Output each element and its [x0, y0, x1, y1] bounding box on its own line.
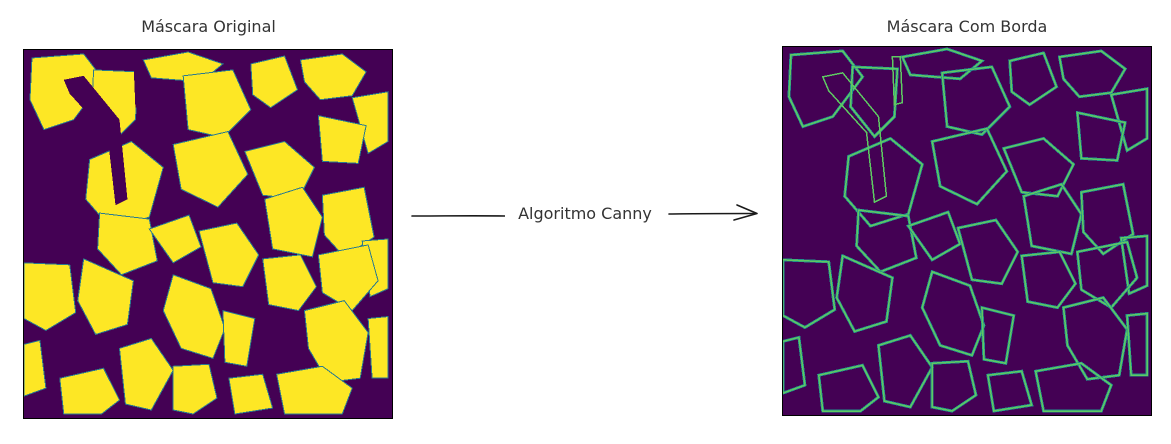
grain-edge	[788, 50, 864, 128]
grain-edge	[981, 306, 1015, 365]
grain-edge	[843, 137, 924, 227]
grain-edge	[1002, 137, 1075, 197]
grain-edge	[877, 334, 934, 408]
grain-hole	[63, 75, 128, 206]
mask-grain	[276, 365, 353, 415]
mask-grain	[59, 367, 121, 415]
mask-grain	[262, 254, 317, 312]
arrow-icon	[411, 204, 758, 221]
original-mask-image	[23, 49, 393, 419]
mask-grain	[367, 316, 389, 379]
mask-grain	[29, 53, 105, 131]
grain-edge	[931, 127, 1008, 206]
grain-edge	[1022, 183, 1083, 255]
edge-mask-title: Máscara Com Borda	[886, 17, 1048, 36]
grain-edge	[1008, 52, 1058, 106]
mask-grain	[299, 53, 367, 101]
grain-edge	[1076, 241, 1138, 309]
mask-grain	[317, 115, 367, 164]
grain-hole	[891, 56, 904, 106]
grain-edge	[1076, 111, 1127, 162]
mask-grain	[222, 309, 256, 367]
grain-edge	[941, 66, 1011, 136]
algorithm-label: Algoritmo Canny	[505, 204, 665, 223]
grain-edge	[1062, 296, 1128, 380]
mask-grain	[172, 130, 249, 208]
grain-hole	[133, 59, 144, 108]
grain-edge	[1058, 50, 1127, 98]
mask-grain	[77, 258, 134, 336]
mask-grain	[162, 274, 226, 359]
grain-hole	[821, 72, 888, 204]
grain-edge	[907, 211, 961, 261]
mask-grain	[97, 212, 158, 276]
process-arrow: Algoritmo Canny	[405, 195, 770, 235]
mask-grain	[148, 214, 202, 264]
mask-grain	[317, 244, 379, 312]
grain-edge	[921, 270, 985, 357]
mask-grain	[198, 222, 260, 288]
grain-edge	[1120, 235, 1148, 295]
grain-edge	[817, 364, 880, 412]
grain-edge	[1034, 362, 1113, 412]
grain-edge	[835, 254, 894, 333]
mask-grain	[172, 363, 218, 415]
grain-edge	[931, 360, 977, 412]
grain-edge	[987, 370, 1033, 412]
original-mask-title: Máscara Original	[141, 17, 276, 36]
mask-grain	[24, 339, 47, 397]
grain-edge	[783, 336, 806, 394]
grain-edge	[855, 209, 918, 273]
mask-grain	[250, 55, 299, 109]
grain-edge	[1020, 251, 1077, 309]
grain-edge	[783, 259, 836, 329]
grain-edge	[957, 219, 1019, 285]
mask-grain	[264, 186, 323, 258]
mask-grain	[24, 262, 77, 332]
edge-mask-image	[782, 46, 1152, 416]
mask-grain	[118, 337, 174, 411]
mask-grain	[182, 69, 252, 139]
mask-grain	[228, 373, 274, 415]
grain-edge	[1126, 312, 1148, 376]
grain-edge	[849, 66, 899, 138]
mask-grain	[244, 140, 316, 200]
mask-grain	[303, 300, 369, 383]
